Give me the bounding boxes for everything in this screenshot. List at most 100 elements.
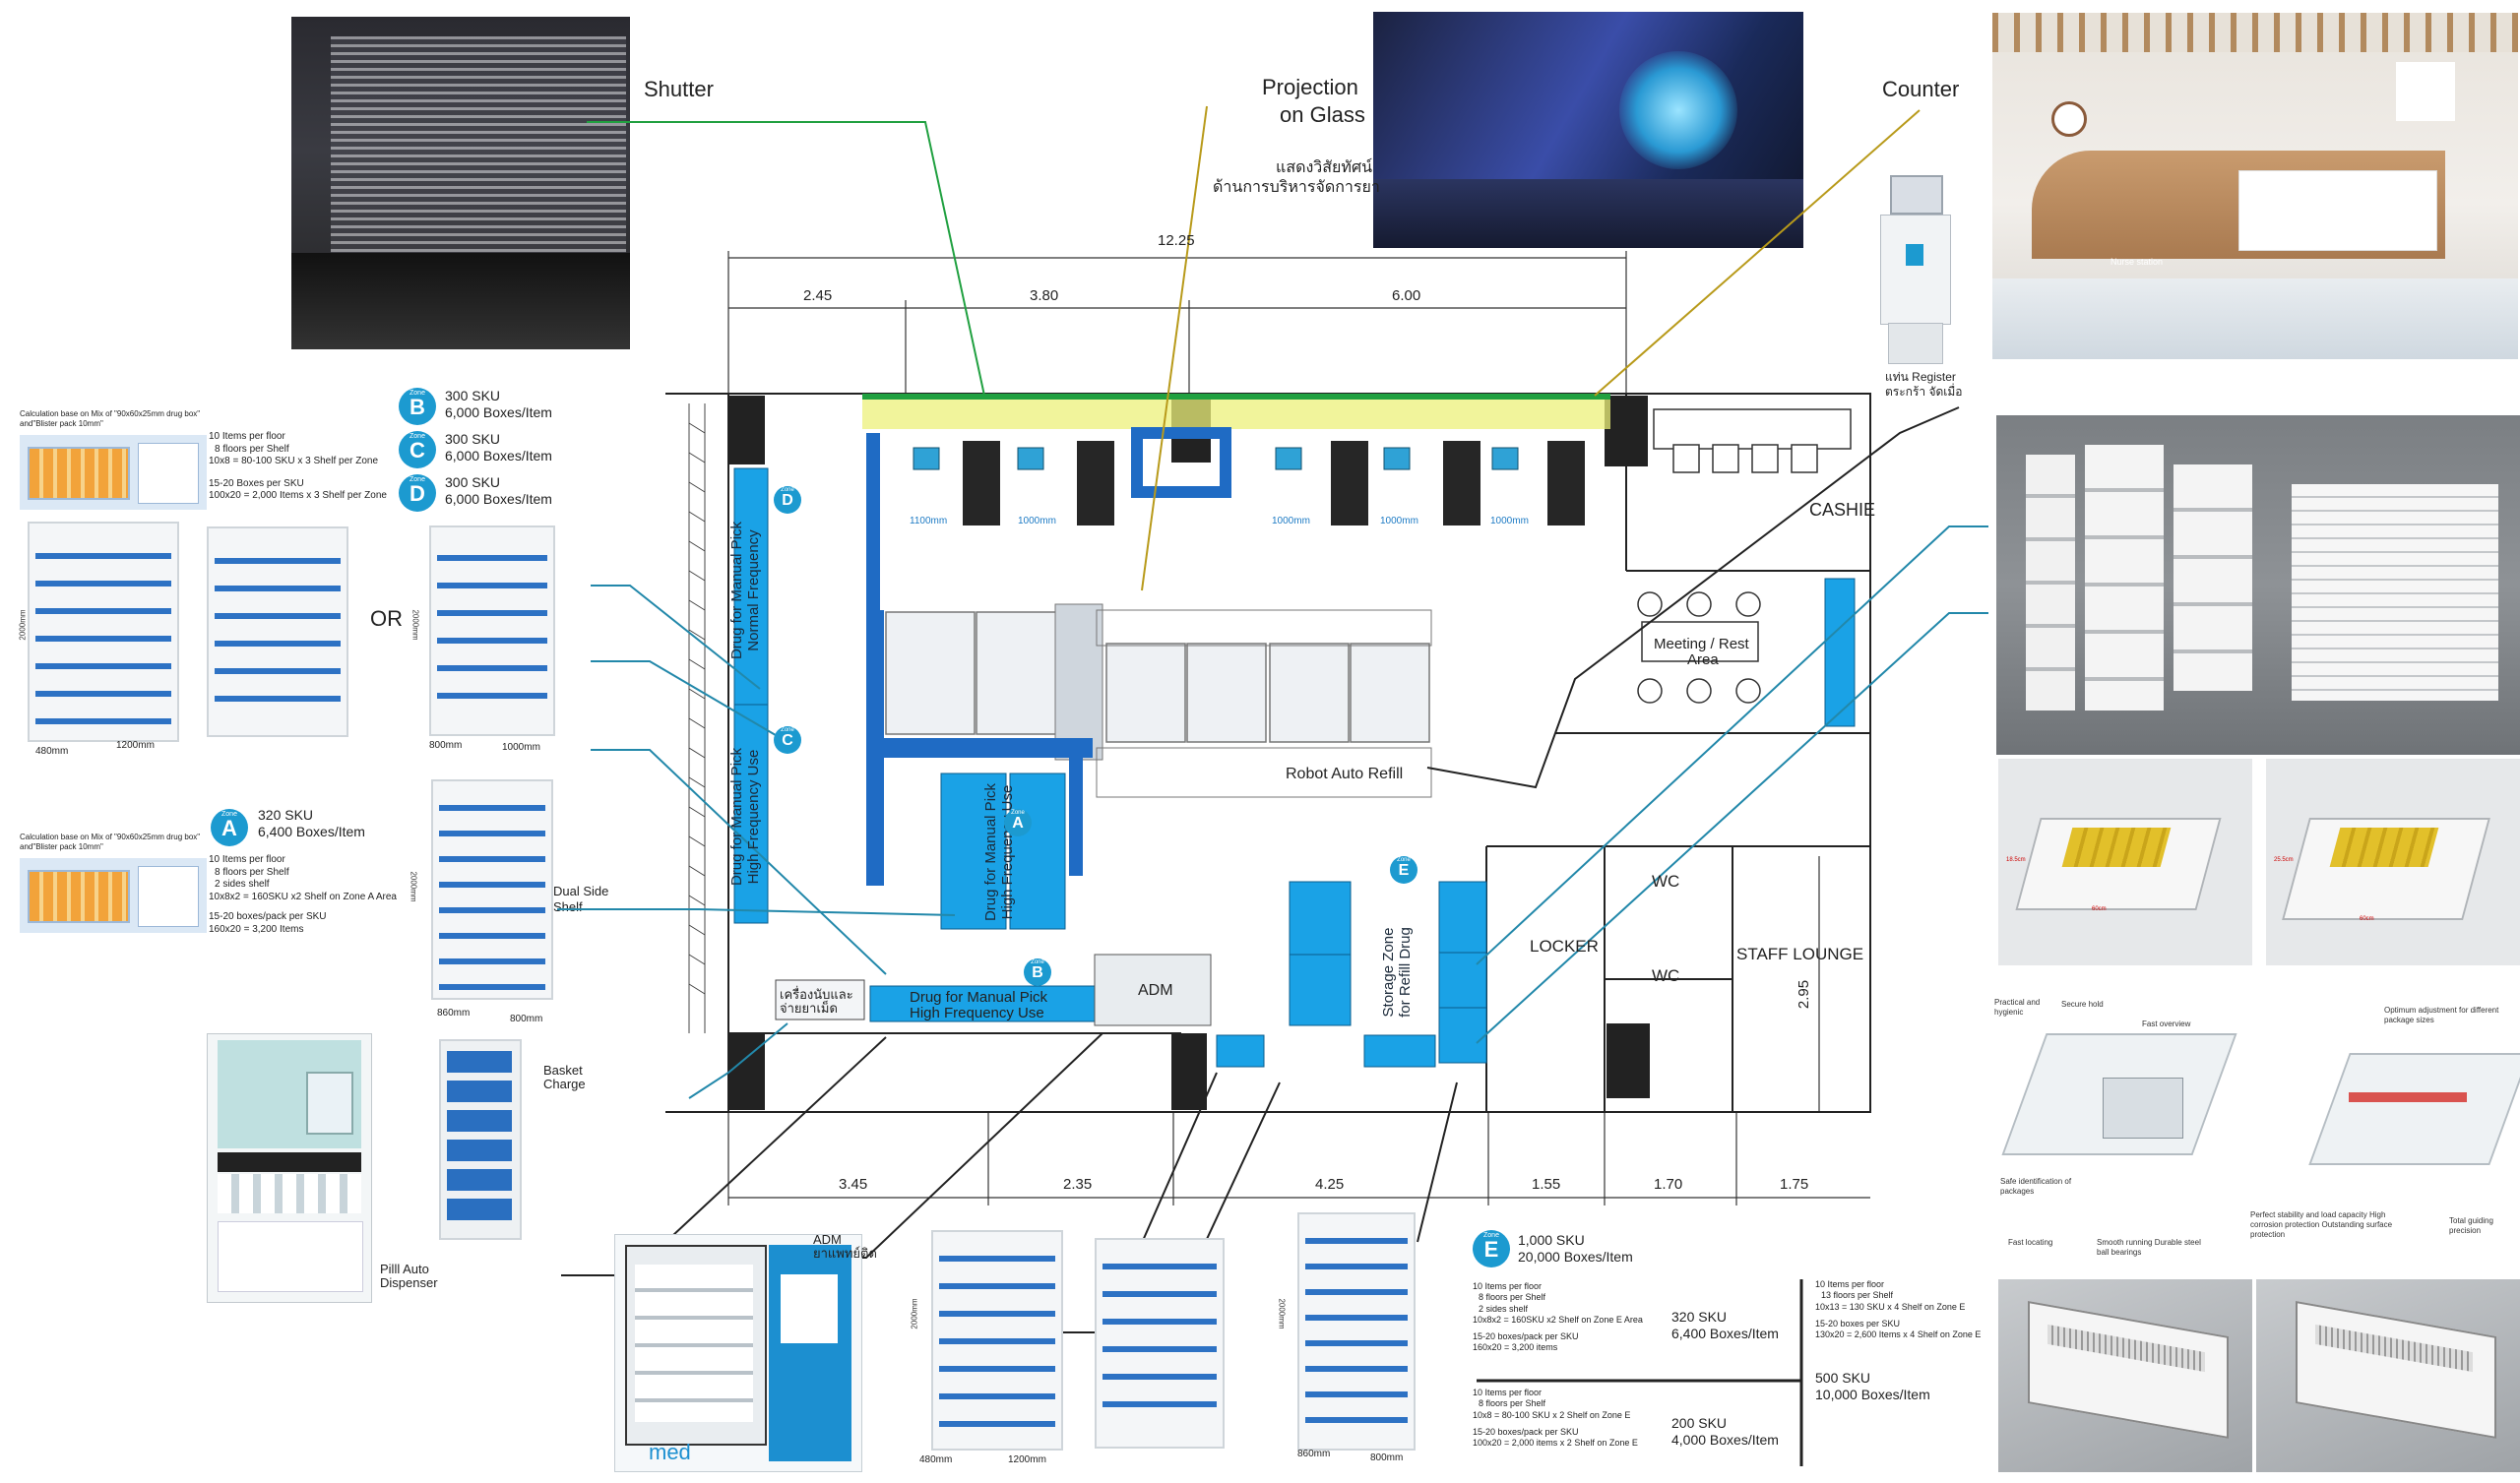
meeting-label-1: Meeting / Rest — [1654, 636, 1749, 652]
nurse-station-sign: Nurse station — [2110, 257, 2164, 267]
cashier-label: CASHIE — [1809, 500, 1876, 520]
wc-label-2: WC — [1652, 966, 1680, 985]
drawer-features: Practical and hygienic Secure hold Fast … — [1994, 984, 2520, 1269]
adm-machine-brand: med — [649, 1440, 691, 1464]
projection-label-1: Projection — [1262, 75, 1358, 99]
pill-label-2: Dispenser — [380, 1275, 438, 1290]
dual-side-label-2: Shelf — [553, 899, 583, 914]
bottom-shelf-1-height: 2000mm — [910, 1298, 919, 1329]
shelf-2-depth: 800mm — [429, 740, 463, 751]
dim-bottom-3: 4.25 — [1315, 1176, 1345, 1193]
or-label: OR — [370, 606, 403, 631]
drug-box-image-2 — [20, 858, 207, 933]
shelf-image-1 — [28, 522, 179, 742]
feature-guiding: Total guiding precision — [2449, 1216, 2493, 1235]
basket-charge-image — [439, 1039, 522, 1240]
feature-fast-locating: Fast locating — [2008, 1238, 2053, 1247]
adm-label: ADM — [1138, 982, 1173, 999]
shelf-3-width: 800mm — [510, 1014, 543, 1024]
bottom-block-left: 10 Items per floor 8 floors per Shelf 2 … — [1473, 1281, 1643, 1353]
nurse-station-photo: Nurse station — [1992, 13, 2518, 359]
adm-callout-2: ยาแพทย์ติด — [813, 1246, 877, 1261]
locker-label: LOCKER — [1530, 937, 1599, 956]
calc-title-1: Calculation base on Mix of "90x60x25mm d… — [20, 409, 201, 428]
dim-bottom-2: 2.35 — [1063, 1176, 1093, 1193]
bottom-shelf-3-width: 800mm — [1370, 1452, 1404, 1463]
shelf-image-1b — [207, 526, 348, 737]
bottom-shelf-1 — [931, 1230, 1063, 1451]
calc-block-2: 10 Items per floor 8 floors per Shelf 2 … — [209, 854, 397, 935]
dim-top-3: 6.00 — [1392, 287, 1421, 304]
shelf-3-depth: 860mm — [437, 1008, 471, 1019]
dim-top-total: 12.25 — [1158, 232, 1195, 249]
drawer-render-2: 60cm 25.5cm — [2266, 759, 2520, 965]
feature-optimum: Optimum adjustment for different package… — [2384, 1006, 2499, 1024]
feature-safe: Safe identification of packages — [2000, 1177, 2072, 1196]
feature-overview: Fast overview — [2142, 1020, 2191, 1028]
bottom-block-right: 10 Items per floor 13 floors per Shelf 1… — [1815, 1279, 1982, 1339]
feature-smooth: Smooth running Durable steel ball bearin… — [2097, 1238, 2201, 1257]
drawer-2-width: 60cm — [2360, 916, 2374, 922]
storage-cabinets-render — [1996, 415, 2520, 755]
drawer-photo-2 — [2256, 1279, 2520, 1472]
shutter-photo — [291, 17, 630, 349]
drawer-render-1: 60cm 18.5cm — [1998, 759, 2252, 965]
spacing-2: 1000mm — [1018, 516, 1056, 526]
adm-machine-image: med — [614, 1234, 862, 1472]
feature-secure: Secure hold — [2061, 1000, 2104, 1009]
meeting-label-2: Area — [1687, 651, 1719, 668]
dim-bottom-1: 3.45 — [839, 1176, 868, 1193]
drawer-2-height: 25.5cm — [2274, 857, 2294, 863]
shelf-image-3 — [431, 779, 553, 1000]
staff-lounge-label: STAFF LOUNGE — [1736, 945, 1864, 963]
shelf-1-width: 1200mm — [116, 740, 155, 751]
bottom-shelf-1-depth: 480mm — [919, 1454, 953, 1465]
projection-photo — [1373, 12, 1803, 248]
basket-label-1: Basket — [543, 1063, 583, 1078]
drawer-1-height: 18.5cm — [2006, 857, 2026, 863]
thai-counter-text: เครื่องนับและจ่ายยาเม็ด — [780, 987, 853, 1017]
dual-side-label-1: Dual Side — [553, 884, 609, 898]
dim-bottom-4: 1.55 — [1532, 1176, 1561, 1193]
dim-bottom-5: 1.70 — [1654, 1176, 1683, 1193]
pill-dispenser-image — [207, 1033, 372, 1303]
feature-practical: Practical and hygienic — [1994, 998, 2041, 1017]
counter-label: Counter — [1882, 77, 1960, 101]
bottom-block-left2: 10 Items per floor 8 floors per Shelf 10… — [1473, 1388, 1638, 1448]
shelf-1-depth: 480mm — [35, 746, 69, 757]
shelf-image-2 — [429, 525, 555, 736]
wc-label-1: WC — [1652, 872, 1680, 891]
calc-title-2: Calculation base on Mix of "90x60x25mm d… — [20, 833, 201, 851]
dim-side: 2.95 — [1796, 979, 1813, 1010]
register-label-2: ตระกร้า จัดเมื่อ — [1885, 385, 1963, 399]
bottom-shelf-2 — [1095, 1238, 1225, 1449]
dim-bottom-6: 1.75 — [1780, 1176, 1809, 1193]
bottom-shelf-3 — [1297, 1212, 1416, 1451]
bottom-shelf-3-depth: 860mm — [1297, 1449, 1331, 1459]
drawer-1-width: 60cm — [2092, 906, 2107, 912]
register-kiosk — [1880, 175, 1951, 364]
projection-label-2: on Glass — [1280, 102, 1365, 127]
drug-box-image-1 — [20, 435, 207, 510]
bottom-shelf-1-width: 1200mm — [1008, 1454, 1046, 1465]
shutter-label: Shutter — [644, 77, 714, 101]
drawer-photo-1 — [1998, 1279, 2252, 1472]
adm-callout-1: ADM — [813, 1232, 842, 1247]
basket-label-2: Charge — [543, 1077, 586, 1091]
dim-top-1: 2.45 — [803, 287, 833, 304]
shelf-2-width: 1000mm — [502, 742, 540, 753]
